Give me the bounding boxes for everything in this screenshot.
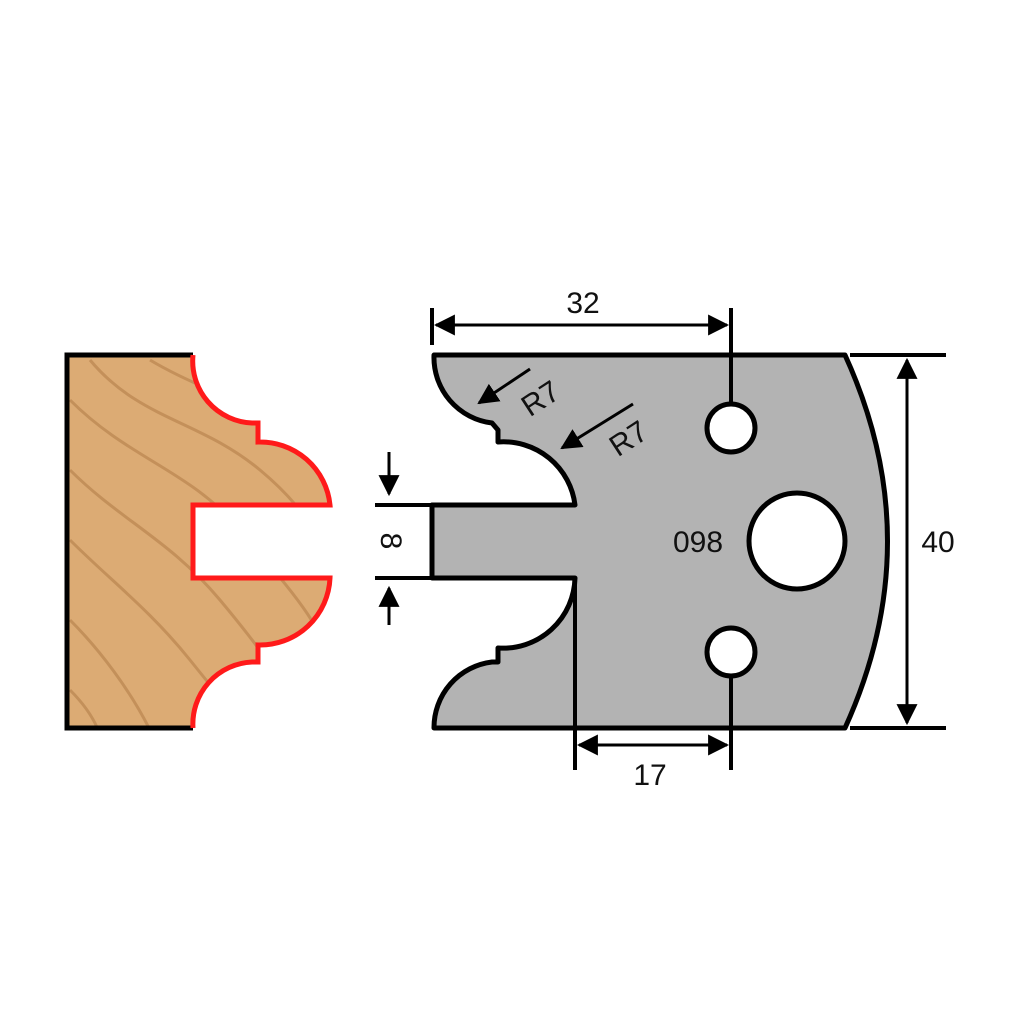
dim-32-label: 32 (566, 287, 599, 320)
mounting-hole-bottom (704, 625, 758, 679)
cut-profile-outline (190, 354, 333, 729)
dim-17-label: 17 (633, 759, 666, 792)
radius-2-arrow (560, 402, 634, 450)
dimensions (375, 314, 946, 756)
cutter-body (429, 352, 890, 731)
center-hole (746, 490, 848, 592)
dim-8-label: 8 (374, 533, 407, 550)
radius-1-arrow (477, 367, 531, 405)
dim-40-label: 40 (921, 526, 954, 559)
profile-code-label: 098 (673, 526, 723, 559)
wood-workpiece (64, 352, 333, 731)
wood-outline (64, 352, 193, 731)
mounting-hole-top (704, 401, 758, 455)
cutter-knife (429, 308, 890, 770)
